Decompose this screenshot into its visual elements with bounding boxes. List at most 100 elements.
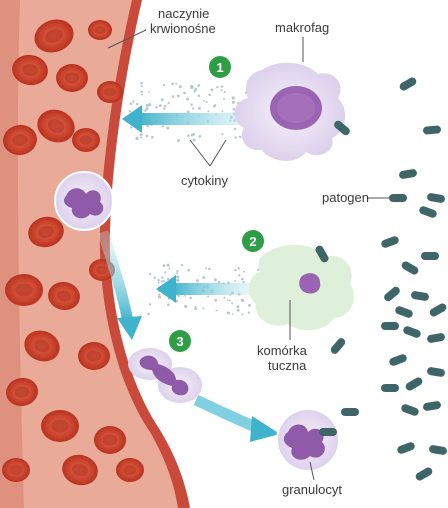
cytokine-dot: [186, 98, 189, 101]
granulocyte-label: granulocyt: [282, 482, 342, 497]
pathogen-bacterium: [422, 400, 441, 411]
cytokine-dot: [157, 279, 159, 281]
cytokine-dot: [196, 279, 199, 282]
red-blood-cell: [97, 81, 123, 103]
cytokine-dot: [227, 312, 230, 315]
red-blood-cell: [56, 64, 88, 92]
pathogen-bacterium: [398, 76, 418, 92]
migration-arrow-out: [196, 400, 280, 442]
pathogen-bacterium: [414, 466, 434, 482]
pathogen-bacterium: [410, 290, 429, 301]
cytokine-dot: [198, 107, 201, 110]
red-blood-cell: [88, 20, 112, 40]
cytokine-dot: [206, 101, 208, 103]
cytokine-dot: [176, 275, 179, 278]
cytokine-dot: [223, 297, 225, 299]
cytokine-dot: [242, 314, 244, 316]
cytokine-dot: [175, 83, 177, 85]
cytokine-dot: [220, 89, 222, 91]
cytokine-dot: [179, 85, 182, 88]
red-blood-cell: [94, 426, 126, 454]
pathogen-bacterium: [428, 444, 447, 455]
pathogen-bacterium: [421, 252, 439, 260]
cytokine-dot: [231, 302, 233, 304]
pathogen-bacterium: [381, 322, 399, 330]
pathogen-bacterium: [400, 260, 420, 276]
cytokine-arrow-1: [122, 105, 248, 133]
cytokine-dot: [147, 313, 150, 316]
cytokine-dot: [176, 272, 178, 274]
cytokine-dot: [158, 295, 161, 298]
cytokine-dot: [161, 280, 163, 282]
pathogen-bacterium: [388, 353, 408, 367]
pathogen-bacterium: [400, 403, 420, 417]
cytokine-dot: [192, 107, 194, 109]
pathogen-label: patogen: [322, 190, 369, 205]
cytokine-dot: [184, 305, 187, 308]
cytokine-dot: [202, 307, 204, 309]
pathogen-bacterium: [426, 366, 445, 377]
pathogen-bacterium: [404, 376, 424, 392]
cytokines-label: cytokiny: [181, 173, 228, 188]
cytokine-dot: [234, 269, 236, 271]
macrophage: [235, 63, 345, 161]
cytokine-dot: [158, 282, 160, 284]
cytokine-dot: [241, 299, 244, 302]
pathogen-bacterium: [428, 302, 448, 318]
cytokine-dot: [238, 274, 240, 276]
cytokine-dot: [257, 269, 259, 271]
cytokine-dot: [208, 94, 211, 97]
cytokine-dot: [187, 134, 190, 137]
cytokine-arrow-2: [156, 275, 250, 303]
cytokine-dot: [187, 110, 190, 113]
cytokine-dot: [216, 86, 218, 88]
red-blood-cell: [2, 458, 30, 482]
mast-cell-label-line1: komórka: [257, 343, 308, 358]
cytokine-dot: [223, 98, 225, 100]
cytokine-dot: [241, 278, 244, 281]
cytokine-dot: [233, 108, 236, 111]
cytokine-dot: [155, 106, 158, 109]
cytokine-dot: [202, 276, 205, 279]
cytokine-dot: [129, 110, 131, 112]
cytokine-dot: [191, 134, 194, 137]
cytokine-dot: [149, 273, 151, 275]
cytokine-dot: [140, 137, 142, 139]
cytokine-dot: [161, 276, 163, 278]
cytokine-dot: [190, 85, 193, 88]
red-blood-cell: [116, 458, 144, 482]
cytokine-dot: [216, 310, 218, 312]
cytokine-dot: [172, 95, 175, 98]
cytokine-dot: [168, 268, 170, 270]
pathogen-bacterium: [402, 325, 422, 339]
pathogen-bacterium: [394, 305, 414, 319]
neutrophil-in-vessel: [55, 172, 113, 230]
cytokine-dot: [198, 94, 201, 97]
vessel-label-line1: naczynie: [158, 6, 209, 21]
cytokine-dot: [239, 136, 242, 139]
cytokine-dot: [214, 104, 216, 106]
cytokine-dot: [197, 85, 199, 87]
cytokine-dot: [227, 299, 229, 301]
svg-text:1: 1: [216, 60, 223, 75]
cytokine-dot: [193, 139, 196, 142]
cytokine-dot: [149, 303, 151, 305]
cytokine-dot: [234, 136, 236, 138]
cytokine-dot: [141, 91, 143, 93]
cytokine-dot: [214, 278, 217, 281]
cytokine-dot: [189, 297, 192, 300]
cytokine-dot: [163, 107, 166, 110]
cytokine-dot: [187, 269, 190, 272]
cytokine-dot: [184, 295, 186, 297]
cytokine-dot: [176, 279, 179, 282]
cytokine-dot: [177, 139, 180, 142]
mast-cell-nucleus: [299, 273, 320, 293]
cytokine-dot: [161, 98, 164, 101]
cytokine-dot: [221, 133, 223, 135]
cytokine-dot: [140, 82, 143, 85]
cytokine-dot: [234, 128, 237, 131]
cytokine-dot: [194, 307, 197, 310]
cytokine-dot: [214, 299, 217, 302]
cytokine-dot: [160, 104, 162, 106]
cytokine-dot: [229, 299, 231, 301]
